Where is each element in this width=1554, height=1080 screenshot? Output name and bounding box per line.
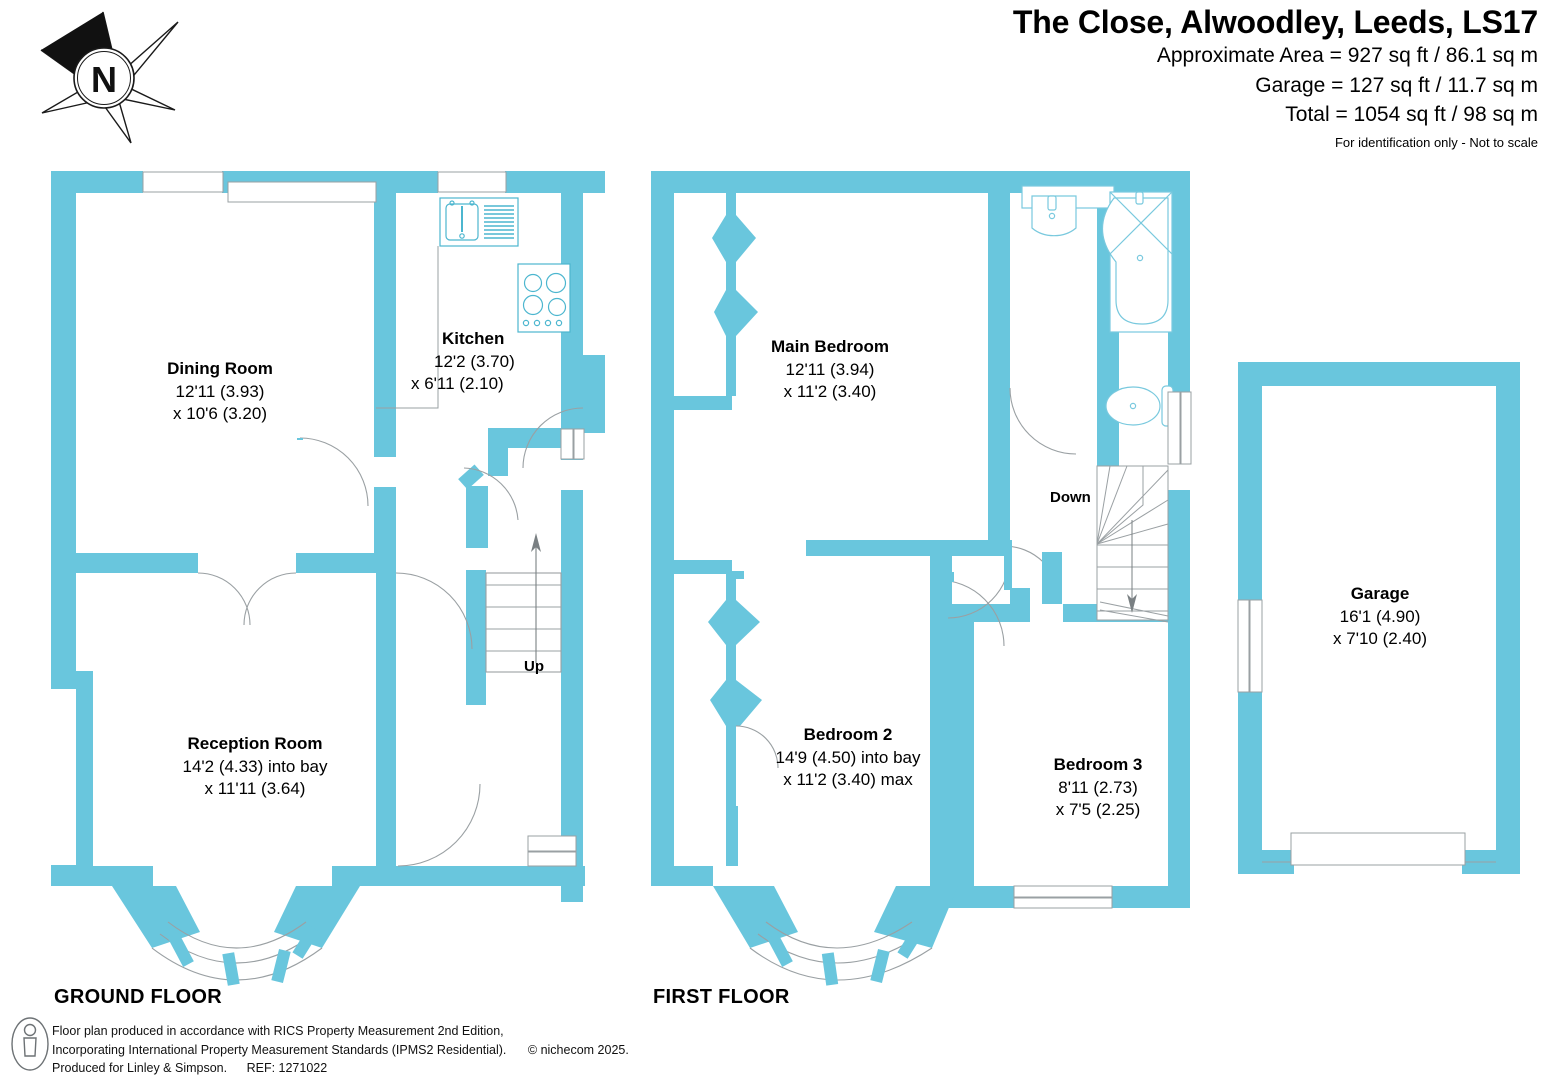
stairs-up-label: Up	[524, 658, 544, 675]
svg-text:N: N	[91, 59, 117, 100]
kitchen-drainer-icon	[484, 205, 514, 239]
header-block: The Close, Alwoodley, Leeds, LS17 Approx…	[1013, 4, 1538, 153]
kitchen-worktop-outline	[376, 246, 439, 409]
ground-floor-caption: GROUND FLOOR	[54, 986, 223, 1008]
footer-block: Floor plan produced in accordance with R…	[52, 1022, 629, 1078]
first-floor-zigzag-walls	[674, 193, 762, 866]
ground-floor-windows	[142, 171, 585, 867]
footer-line-3: Produced for Linley & Simpson.	[52, 1061, 228, 1075]
first-floor-staircase	[1096, 465, 1169, 623]
footer-ref: REF: 1271022	[246, 1061, 328, 1075]
ground-floor-plan	[51, 171, 605, 986]
bathroom-toilet-icon	[1105, 385, 1174, 427]
stairs-down-label: Down	[1050, 489, 1091, 506]
room-label-main-bedroom: Main Bedroom 12'11 (3.94) x 11'2 (3.40)	[770, 337, 890, 402]
garage-side-door	[1237, 599, 1263, 693]
footer-line-2: Incorporating International Property Mea…	[52, 1042, 507, 1057]
footer-copyright: © nichecom 2025.	[527, 1042, 629, 1057]
ground-floor-door-arcs	[197, 407, 584, 867]
first-bay-shoulders	[713, 886, 958, 948]
ground-bay-mullions	[168, 925, 320, 986]
footer-line-1: Floor plan produced in accordance with R…	[52, 1024, 504, 1038]
total-area-line: Total = 1054 sq ft / 98 sq m	[1285, 103, 1538, 127]
kitchen-hob-icon	[517, 263, 571, 333]
room-label-kitchen: Kitchen 12'2 (3.70) x 6'11 (2.10)	[411, 329, 515, 394]
garage-plan	[1237, 362, 1520, 874]
north-arrow-icon: N	[40, 11, 179, 144]
garage-area-line: Garage = 127 sq ft / 11.7 sq m	[1255, 73, 1538, 97]
first-floor-windows	[1013, 391, 1192, 909]
bathroom-basin-icon	[1021, 185, 1115, 237]
first-floor-caption: FIRST FLOOR	[653, 986, 790, 1008]
first-floor-door-arcs	[735, 387, 1077, 769]
first-floor-plan	[651, 171, 1192, 986]
first-bay-mullions	[767, 925, 925, 986]
approximate-area-line: Approximate Area = 927 sq ft / 86.1 sq m	[1156, 43, 1538, 67]
ground-floor-walls	[51, 171, 605, 902]
page-title: The Close, Alwoodley, Leeds, LS17	[1012, 4, 1538, 40]
garage-main-door	[1262, 832, 1496, 866]
room-label-bedroom-2: Bedroom 2 14'9 (4.50) into bay x 11'2 (3…	[775, 725, 921, 790]
ipms-person-icon	[11, 1017, 49, 1071]
ground-staircase	[485, 533, 562, 673]
room-label-dining-room: Dining Room 12'11 (3.93) x 10'6 (3.20)	[167, 359, 273, 424]
room-label-reception-room: Reception Room 14'2 (4.33) into bay x 11…	[182, 734, 328, 799]
room-label-bedroom-3: Bedroom 3 8'11 (2.73) x 7'5 (2.25)	[1053, 755, 1143, 820]
room-label-garage: Garage 16'1 (4.90) x 7'10 (2.40)	[1333, 584, 1427, 649]
ground-bay-shoulders	[93, 866, 360, 948]
scale-disclaimer: For identification only - Not to scale	[1334, 135, 1538, 151]
bathroom-bath-icon	[1101, 191, 1173, 333]
first-floor-door-leaves	[930, 540, 1062, 604]
